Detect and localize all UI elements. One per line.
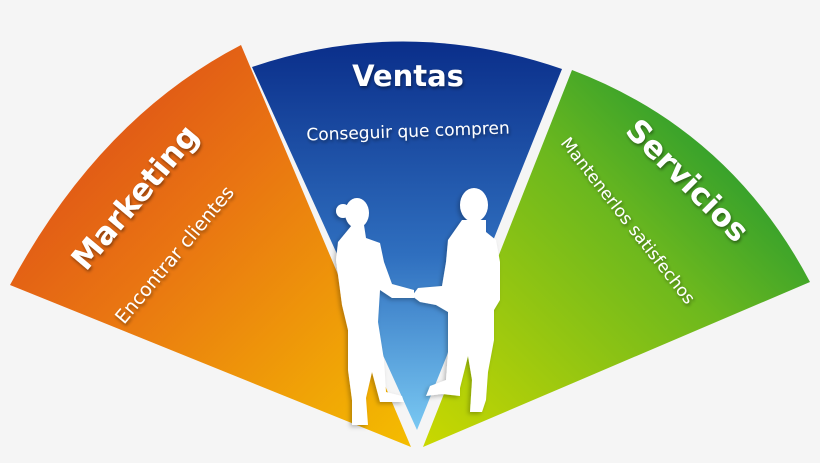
segment-marketing bbox=[10, 45, 411, 447]
ventas-title: Ventas bbox=[352, 59, 464, 93]
segment-servicios bbox=[423, 70, 810, 447]
segment-ventas bbox=[252, 41, 562, 430]
handshake-silhouette-icon bbox=[336, 188, 500, 425]
